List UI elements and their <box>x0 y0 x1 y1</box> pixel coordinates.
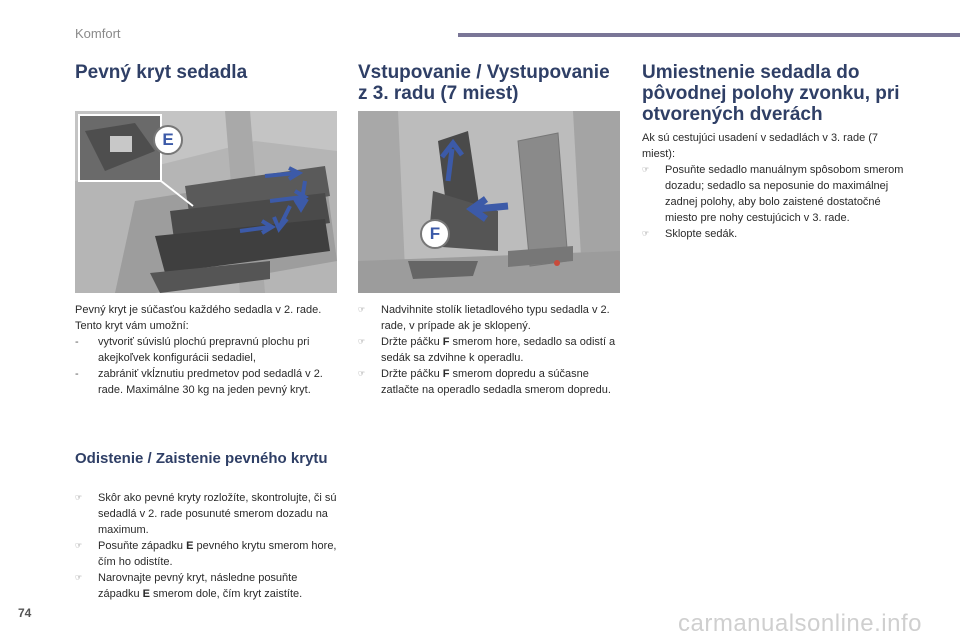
column-seat-cover: Pevný kryt sedadla E Pevný kryt je súčas <box>75 62 337 600</box>
paragraph: Tento kryt vám umožní: <box>75 320 189 332</box>
hand-pointer-icon: ☞ <box>75 541 83 550</box>
list-item: ☞Narovnajte pevný kryt, následne posuňte… <box>75 572 303 600</box>
seat-tilt-illustration <box>358 111 620 293</box>
title-seat-cover: Pevný kryt sedadla <box>75 62 248 83</box>
list-item: ☞Posuňte sedadlo manuálnym spôsobom smer… <box>642 164 904 224</box>
seat-cover-illustration <box>75 111 337 293</box>
hand-pointer-icon: ☞ <box>642 165 650 174</box>
hand-pointer-icon: ☞ <box>358 305 366 314</box>
hand-pointer-icon: ☞ <box>75 493 83 502</box>
list-item: -vytvoriť súvislú plochú prepravnú ploch… <box>75 336 310 364</box>
list-item: ☞Držte páčku F smerom dopredu a súčasne … <box>358 368 611 396</box>
hand-pointer-icon: ☞ <box>358 337 366 346</box>
seat-cover-body: Pevný kryt je súčasťou každého sedadla v… <box>75 302 337 398</box>
list-item: -zabrániť vkĺznutiu predmetov pod sedadl… <box>75 368 323 396</box>
unlock-section: Odistenie / Zaistenie pevného krytu <box>75 450 337 467</box>
column-seat-restore: Umiestnenie sedadla do pôvodnej polohy z… <box>642 62 904 240</box>
restore-steps-list: ☞Posuňte sedadlo manuálnym spôsobom smer… <box>642 162 904 242</box>
unlock-steps-list: ☞Skôr ako pevné kryty rozložíte, skontro… <box>75 490 337 602</box>
header-bar <box>458 33 960 37</box>
dash-list: -vytvoriť súvislú plochú prepravnú ploch… <box>75 334 337 398</box>
hand-pointer-icon: ☞ <box>642 229 650 238</box>
figure-third-row-access: F <box>358 111 620 293</box>
watermark: carmanualsonline.info <box>678 610 922 637</box>
dash-marker: - <box>75 336 79 348</box>
paragraph: Ak sú cestujúci usadení v sedadlách v 3.… <box>642 132 879 160</box>
page-number: 74 <box>18 606 32 620</box>
section-label: Komfort <box>75 26 121 41</box>
marker-e-label: E <box>162 130 174 149</box>
marker-e-badge: E <box>153 125 183 155</box>
seat-restore-body: Ak sú cestujúci usadení v sedadlách v 3.… <box>642 130 904 242</box>
title-third-row-access: Vstupovanie / Vystupovanie z 3. radu (7 … <box>358 62 610 104</box>
paragraph: Pevný kryt je súčasťou každého sedadla v… <box>75 304 322 316</box>
column-third-row-access: Vstupovanie / Vystupovanie z 3. radu (7 … <box>358 62 620 396</box>
dash-marker: - <box>75 368 79 380</box>
list-item: ☞Skôr ako pevné kryty rozložíte, skontro… <box>75 492 337 536</box>
marker-f-label: F <box>429 224 441 243</box>
hand-pointer-icon: ☞ <box>75 573 83 582</box>
figure-seat-cover: E <box>75 111 337 293</box>
hand-pointer-icon: ☞ <box>358 369 366 378</box>
list-item: ☞Držte páčku F smerom hore, sedadlo sa o… <box>358 336 616 364</box>
list-item: ☞Posuňte západku E pevného krytu smerom … <box>75 540 337 568</box>
title-seat-restore: Umiestnenie sedadla do pôvodnej polohy z… <box>642 62 900 125</box>
access-steps-list: ☞Nadvihnite stolík lietadlového typu sed… <box>358 302 620 398</box>
list-item: ☞Nadvihnite stolík lietadlového typu sed… <box>358 304 610 332</box>
marker-f-badge: F <box>420 219 450 249</box>
list-item: ☞Sklopte sedák. <box>642 228 738 240</box>
subtitle-unlock: Odistenie / Zaistenie pevného krytu <box>75 450 328 467</box>
